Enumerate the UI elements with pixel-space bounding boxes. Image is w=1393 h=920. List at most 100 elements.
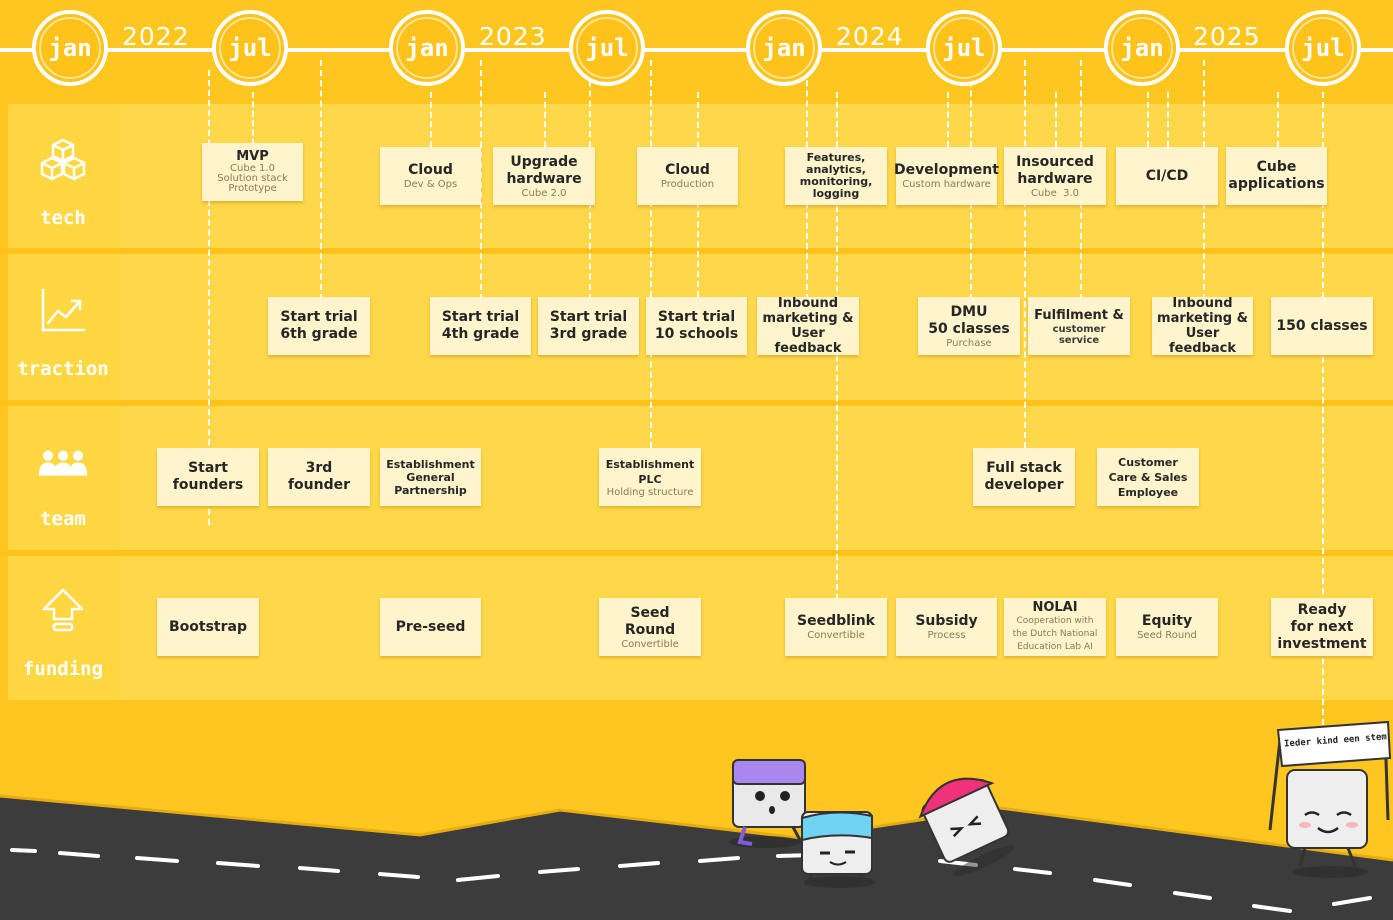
card-title: 3rd founder xyxy=(287,460,351,493)
tech-card: Cloud Production xyxy=(637,147,738,205)
traction-card: Inbound marketing & User feedback xyxy=(757,296,859,356)
card-title: Cube applications xyxy=(1228,159,1325,192)
card-title: Ready for next investment xyxy=(1277,601,1367,652)
funding-card: Equity Seed Round xyxy=(1116,598,1218,656)
chart-growth-icon xyxy=(41,288,86,332)
blue-cube-character xyxy=(801,811,876,888)
card-title: Establishment General Partnership xyxy=(386,457,475,497)
connector-line xyxy=(1055,92,1057,147)
funding-card: Seed Round Convertible xyxy=(599,598,701,656)
tech-card: Insourced hardware Cube 3.0 xyxy=(1004,147,1106,205)
row-label-team: team xyxy=(40,508,86,530)
road xyxy=(0,796,1393,920)
traction-card: Start trial 4th grade xyxy=(430,297,531,355)
card-subtitle: Convertible xyxy=(621,638,679,650)
connector-line xyxy=(1167,92,1169,147)
card-title: Cloud xyxy=(408,162,453,178)
sign-cube-character xyxy=(1268,720,1392,878)
month-marker-jan: jan xyxy=(32,10,108,86)
traction-card: Start trial 10 schools xyxy=(646,297,747,355)
row-label-tech: tech xyxy=(40,207,86,229)
card-title: Upgrade hardware xyxy=(506,153,582,187)
funding-card: NOLAI Cooperation with the Dutch Nationa… xyxy=(1004,598,1106,656)
road-curb xyxy=(0,794,1393,862)
card-title: Bootstrap xyxy=(169,618,247,635)
card-title: DMU 50 classes xyxy=(928,303,1010,337)
card-title: Pre-seed xyxy=(395,618,466,635)
connector-line xyxy=(1147,92,1149,147)
year-label: 2022 xyxy=(122,22,190,51)
card-title: Fulfilment & xyxy=(1034,307,1124,323)
connector-line xyxy=(1277,92,1279,147)
card-title: MVP xyxy=(236,149,269,164)
month-marker-jan: jan xyxy=(1104,10,1180,86)
tech-card: MVP Cube 1.0 Solution stack Prototype xyxy=(202,143,303,201)
tech-card: CI/CD xyxy=(1116,147,1218,205)
tech-card: Features, analytics, monitoring, logging xyxy=(785,147,887,205)
card-title: CI/CD xyxy=(1145,167,1189,184)
month-marker-jan: jan xyxy=(389,10,465,86)
tech-card: Development Custom hardware xyxy=(894,147,999,205)
funding-card: Subsidy Process xyxy=(896,598,997,656)
row-divider xyxy=(0,400,1393,406)
connector-line xyxy=(544,92,546,147)
row-label-traction: traction xyxy=(17,358,109,380)
connector-line xyxy=(836,92,838,147)
pink-cube-character xyxy=(918,777,1015,877)
traction-card: Inbound marketing & User feedback xyxy=(1152,296,1253,356)
card-subtitle: Cube 2.0 xyxy=(521,187,567,199)
card-title: Start trial 4th grade xyxy=(441,309,520,342)
team-card: Establishment General Partnership xyxy=(380,448,481,506)
month-marker-jul: jul xyxy=(212,10,288,86)
funding-card: Seedblink Convertible xyxy=(785,598,887,656)
timeline-axis xyxy=(0,48,1393,52)
tech-card: Upgrade hardware Cube 2.0 xyxy=(493,147,595,205)
card-title: Start trial 3rd grade xyxy=(549,309,628,342)
card-title: Insourced hardware xyxy=(1016,153,1094,187)
month-marker-jul: jul xyxy=(569,10,645,86)
card-subtitle: Holding structure xyxy=(606,486,694,498)
card-title: Seedblink xyxy=(797,613,875,629)
card-title: NOLAI xyxy=(1032,600,1078,615)
team-card: Full stack developer xyxy=(973,448,1075,506)
card-title: Cloud xyxy=(665,162,710,178)
purple-cube-character xyxy=(729,759,806,848)
card-title: Features, analytics, monitoring, logging xyxy=(799,151,873,200)
traction-card: Start trial 3rd grade xyxy=(538,297,639,355)
card-subtitle: Convertible xyxy=(807,630,865,641)
cubes-icon xyxy=(40,138,86,181)
team-card: Start founders xyxy=(157,448,259,506)
year-label: 2025 xyxy=(1193,22,1261,51)
year-label: 2024 xyxy=(836,22,904,51)
team-card: 3rd founder xyxy=(268,448,370,506)
row-divider xyxy=(0,550,1393,556)
connector-line xyxy=(252,92,254,145)
card-title: Start founders xyxy=(172,460,244,493)
card-subtitle: Dev & Ops xyxy=(403,179,458,190)
connector-line xyxy=(650,60,652,448)
connector-line xyxy=(836,206,838,600)
card-title: Full stack developer xyxy=(984,460,1064,493)
tech-card: Cloud Dev & Ops xyxy=(380,147,481,205)
card-title: Inbound marketing & User feedback xyxy=(762,296,854,356)
card-subtitle: Cube 1.0 Solution stack Prototype xyxy=(217,163,288,194)
funding-card: Ready for next investment xyxy=(1271,598,1373,656)
card-subtitle: Process xyxy=(927,630,966,641)
card-title: Start trial 6th grade xyxy=(280,309,358,342)
connector-line xyxy=(1322,357,1324,735)
funding-card: Bootstrap xyxy=(157,598,259,656)
card-title: Inbound marketing & User feedback xyxy=(1157,296,1248,356)
card-subtitle: Seed Round xyxy=(1137,630,1197,641)
upload-arrow-icon xyxy=(42,588,84,632)
card-subtitle: Cube 3.0 xyxy=(1030,187,1080,199)
connector-line xyxy=(430,92,432,147)
card-subtitle: Custom hardware xyxy=(902,179,991,190)
card-title: Start trial 10 schools xyxy=(654,309,739,342)
traction-card: 150 classes xyxy=(1271,297,1373,355)
row-divider xyxy=(0,248,1393,254)
connector-line xyxy=(1024,60,1026,448)
month-marker-jul: jul xyxy=(1285,10,1361,86)
connector-line xyxy=(208,70,210,525)
